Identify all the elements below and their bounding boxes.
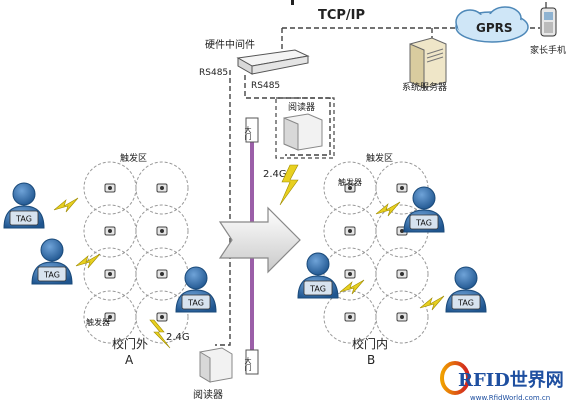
tag-person-icon: TAG xyxy=(297,252,339,299)
rs485-right-line xyxy=(244,75,331,156)
outside-freq-label: 2.4G xyxy=(166,332,190,343)
network-section: TCP/IP GPRS 家长手机 硬件中间件 RS485 RS485 xyxy=(199,0,566,346)
tcpip-label: TCP/IP xyxy=(318,8,365,23)
lightning-icon xyxy=(419,295,445,311)
tag-persons: TAG TAG TAG TAG TAG TAG xyxy=(3,182,487,313)
tag-person-icon: TAG xyxy=(3,182,45,229)
inside-zone-label: 触发区 xyxy=(366,152,393,164)
server-label: 系统服务器 xyxy=(402,81,447,93)
middleware-device-icon xyxy=(236,49,310,75)
phone-icon xyxy=(540,2,557,37)
outside-zone-label: 触发区 xyxy=(120,152,147,164)
trigger-device-dot xyxy=(160,315,164,319)
outside-trigger-label: 触发器 xyxy=(86,317,110,327)
trigger-range-circle xyxy=(375,247,429,301)
trigger-device-dot xyxy=(108,186,112,190)
gate-bottom-box xyxy=(245,349,259,375)
lightning-icon-outside-reader xyxy=(149,319,171,349)
rs485-right-label: RS485 xyxy=(251,81,280,91)
trigger-range-circle xyxy=(375,290,429,344)
lightning-icon xyxy=(53,197,79,213)
gate-top-label: 大门 xyxy=(244,125,252,141)
inside-reader-label: 阅读器 xyxy=(288,101,315,113)
gprs-cloud: GPRS xyxy=(455,6,529,43)
inside-trigger-grid xyxy=(323,161,429,344)
tag-label: TAG xyxy=(457,299,474,308)
inside-freq-label: 2.4G xyxy=(263,169,287,180)
server-icon xyxy=(409,37,447,89)
reader-icon-bottom xyxy=(199,347,233,383)
lightning-icon-inside-reader xyxy=(279,164,299,206)
trigger-device-dot xyxy=(400,186,404,190)
trigger-device-dot xyxy=(348,272,352,276)
rfid-world-logo: RFID世界网 www.RfidWorld.com.cn xyxy=(440,361,564,402)
trigger-device-dot xyxy=(400,229,404,233)
reader-box xyxy=(275,97,335,159)
parent-phone-label: 家长手机 xyxy=(530,44,566,56)
trigger-device-dot xyxy=(348,186,352,190)
trigger-device-dot xyxy=(400,272,404,276)
outside-trigger-grid xyxy=(83,161,189,344)
middleware-label: 硬件中间件 xyxy=(205,38,255,51)
trigger-device-dot xyxy=(160,272,164,276)
trigger-range-circle xyxy=(135,290,189,344)
tag-person-icon: TAG xyxy=(445,266,487,313)
tag-label: TAG xyxy=(309,285,326,294)
reader-icon-top xyxy=(283,113,323,151)
trigger-device-dot xyxy=(108,229,112,233)
tag-label: TAG xyxy=(187,299,204,308)
outside-letter: A xyxy=(125,353,134,367)
direction-arrow xyxy=(218,206,301,274)
inside-trigger-label: 触发器 xyxy=(338,177,362,187)
tag-label: TAG xyxy=(43,271,60,280)
trigger-range-circle xyxy=(135,204,189,258)
gate-top-box xyxy=(245,117,259,143)
lightning-icon xyxy=(75,253,101,269)
tag-label: TAG xyxy=(415,219,432,228)
gate-bottom-label: 大门 xyxy=(244,356,252,372)
logo-url: www.RfidWorld.com.cn xyxy=(470,394,550,402)
outside-title: 校门外 xyxy=(112,336,148,351)
top-mark xyxy=(291,0,294,5)
gprs-label: GPRS xyxy=(476,21,513,35)
trigger-device-dot xyxy=(348,315,352,319)
lightning-icon xyxy=(375,201,401,217)
trigger-device-dot xyxy=(160,229,164,233)
tag-person-icon: TAG xyxy=(175,266,217,313)
tag-label: TAG xyxy=(15,215,32,224)
inside-letter: B xyxy=(367,353,375,367)
trigger-device-dot xyxy=(160,186,164,190)
rs485-left-label: RS485 xyxy=(199,68,228,78)
trigger-range-circle xyxy=(135,161,189,215)
trigger-device-dot xyxy=(348,229,352,233)
logo-text: RFID世界网 xyxy=(458,370,564,391)
tag-person-icon: TAG xyxy=(403,186,445,233)
trigger-device-dot xyxy=(108,315,112,319)
inside-title: 校门内 xyxy=(352,336,388,351)
outside-reader-label: 阅读器 xyxy=(193,388,223,401)
trigger-device-dot xyxy=(400,315,404,319)
trigger-device-dot xyxy=(108,272,112,276)
tag-person-icon: TAG xyxy=(31,238,73,285)
lightning-icon xyxy=(339,279,365,295)
rs485-left-line xyxy=(215,70,231,346)
